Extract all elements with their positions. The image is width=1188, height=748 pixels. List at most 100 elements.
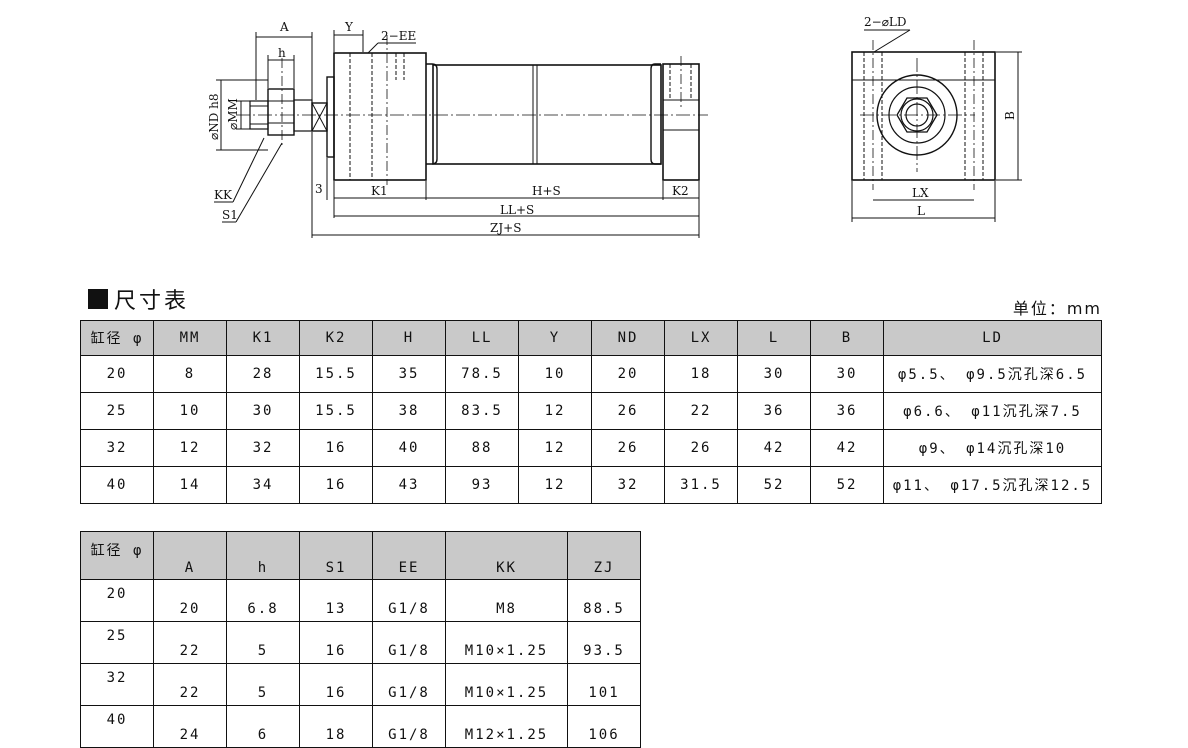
section-title-text: 尺寸表 (114, 289, 190, 314)
table-cell: 83.5 (445, 392, 519, 430)
table-cell: 42 (810, 429, 884, 467)
dim-kk: KK (214, 188, 233, 202)
table-cell: 106 (567, 705, 641, 748)
column-header: 缸径 φ (80, 531, 154, 580)
dim-zjs: ZJ+S (490, 221, 521, 235)
column-header: L (737, 320, 811, 356)
table-cell: 40 (80, 466, 154, 504)
dim-mm: ⌀MM (226, 98, 240, 130)
table-cell: 78.5 (445, 355, 519, 393)
table-cell: 101 (567, 663, 641, 706)
column-header: EE (372, 531, 446, 580)
table-row: 40 24 6 18 G1/8 M12×1.25 106 (80, 705, 641, 748)
table-row: 20 20 6.8 13 G1/8 M8 88.5 (80, 579, 641, 622)
table-cell: 6.8 (226, 579, 300, 622)
table-cell: 32 (591, 466, 665, 504)
table-cell: G1/8 (372, 663, 446, 706)
table-cell: 18 (664, 355, 738, 393)
dim-lx: LX (912, 186, 929, 200)
table-cell: 22 (664, 392, 738, 430)
table-cell: 52 (737, 466, 811, 504)
table-cell: 20 (153, 579, 227, 622)
table-cell: 88 (445, 429, 519, 467)
table-cell: φ11、 φ17.5沉孔深12.5 (883, 466, 1102, 504)
dim-lls: LL+S (500, 203, 534, 217)
column-header: S1 (299, 531, 373, 580)
dim-ee: 2−EE (381, 29, 416, 43)
table-cell: 32 (80, 429, 154, 467)
dim-h: h (278, 46, 286, 60)
table-cell: φ9、 φ14沉孔深10 (883, 429, 1102, 467)
table-cell: 88.5 (567, 579, 641, 622)
table-cell: φ5.5、 φ9.5沉孔深6.5 (883, 355, 1102, 393)
table-cell: 16 (299, 621, 373, 664)
table-row: 32 12 32 16 40 88 12 26 26 42 42 φ9、 φ14… (80, 429, 1102, 467)
column-header: ND (591, 320, 665, 356)
dim-hs: H+S (532, 184, 561, 198)
table-row: 40 14 34 16 43 93 12 32 31.5 52 52 φ11、 … (80, 466, 1102, 504)
end-view: 2−⌀LD B LX L (851, 15, 1022, 222)
table-cell: 30 (226, 392, 300, 430)
table-row: 32 22 5 16 G1/8 M10×1.25 101 (80, 663, 641, 706)
table-cell: 20 (80, 579, 154, 622)
table-cell: 28 (226, 355, 300, 393)
dim-b: B (1003, 111, 1017, 120)
black-square-icon (88, 289, 108, 309)
table-cell: 40 (372, 429, 446, 467)
table-cell: G1/8 (372, 621, 446, 664)
dim-l: L (917, 204, 925, 218)
table-cell: M12×1.25 (445, 705, 568, 748)
table-cell: 25 (80, 621, 154, 664)
dimension-table-secondary: 缸径 φ A h S1 EE KK ZJ 20 20 6.8 13 G1/8 M… (80, 531, 641, 748)
table-row: 20 8 28 15.5 35 78.5 10 20 18 30 30 φ5.5… (80, 355, 1102, 393)
table-cell: 93.5 (567, 621, 641, 664)
table-cell: G1/8 (372, 579, 446, 622)
table-row: 25 22 5 16 G1/8 M10×1.25 93.5 (80, 621, 641, 664)
table-cell: 5 (226, 663, 300, 706)
table-cell: 15.5 (299, 355, 373, 393)
section-title: 尺寸表 (88, 283, 189, 315)
table-cell: 93 (445, 466, 519, 504)
column-header: LX (664, 320, 738, 356)
table-cell: 30 (810, 355, 884, 393)
table-cell: 38 (372, 392, 446, 430)
table-cell: 42 (737, 429, 811, 467)
column-header: 缸径 φ (80, 320, 154, 356)
table-cell: 12 (518, 392, 592, 430)
table-cell: 35 (372, 355, 446, 393)
table-cell: 16 (299, 663, 373, 706)
table-cell: 31.5 (664, 466, 738, 504)
table-cell: 18 (299, 705, 373, 748)
table-cell: 15.5 (299, 392, 373, 430)
column-header: K1 (226, 320, 300, 356)
table-cell: G1/8 (372, 705, 446, 748)
table-cell: 34 (226, 466, 300, 504)
column-header: KK (445, 531, 568, 580)
table-cell: 26 (591, 392, 665, 430)
table-cell: M8 (445, 579, 568, 622)
side-view: A Y 2−EE h ⌀ND h8 ⌀MM KK S1 3 K1 H+S K2 … (207, 20, 708, 238)
table-header-row: 缸径 φ MM K1 K2 H LL Y ND LX L B LD (80, 320, 1102, 356)
table-cell: 52 (810, 466, 884, 504)
dim-nd: ⌀ND h8 (207, 93, 221, 140)
column-header: ZJ (567, 531, 641, 580)
table-row: 25 10 30 15.5 38 83.5 12 26 22 36 36 φ6.… (80, 392, 1102, 430)
table-cell: 8 (153, 355, 227, 393)
table-cell: 12 (518, 429, 592, 467)
column-header: K2 (299, 320, 373, 356)
dim-k2: K2 (672, 184, 689, 198)
table-cell: φ6.6、 φ11沉孔深7.5 (883, 392, 1102, 430)
table-cell: 10 (518, 355, 592, 393)
table-cell: 14 (153, 466, 227, 504)
table-cell: 30 (737, 355, 811, 393)
table-cell: 20 (80, 355, 154, 393)
table-cell: 36 (737, 392, 811, 430)
dim-k1: K1 (371, 184, 388, 198)
dim-a: A (279, 20, 289, 34)
table-cell: 5 (226, 621, 300, 664)
table-cell: 32 (226, 429, 300, 467)
table-cell: 43 (372, 466, 446, 504)
column-header: Y (518, 320, 592, 356)
table-cell: 16 (299, 429, 373, 467)
column-header: LD (883, 320, 1102, 356)
